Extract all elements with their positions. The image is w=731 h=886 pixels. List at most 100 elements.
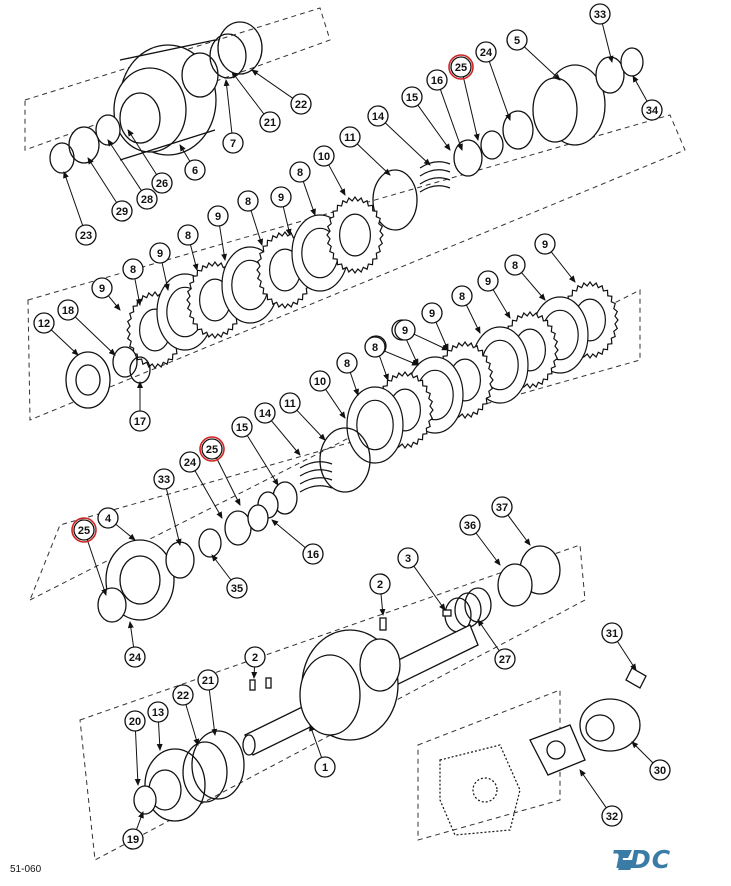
- leader-c1: [309, 724, 323, 758]
- bolt-31: [625, 667, 647, 689]
- leader-c37: [507, 514, 531, 546]
- callout-32: 32: [601, 805, 623, 827]
- callout-text: 9: [542, 239, 548, 251]
- callout-6: 6: [184, 159, 206, 181]
- callout-text: 33: [158, 474, 170, 486]
- callout-31: 31: [601, 622, 623, 644]
- spring-upper: [372, 161, 451, 231]
- ring-21: [209, 33, 247, 79]
- callout-text: 24: [184, 457, 197, 469]
- callout-27: 27: [494, 648, 516, 670]
- ring-11: [372, 169, 418, 231]
- brand-mark-icon: [616, 850, 636, 870]
- callout-text: 28: [141, 194, 153, 206]
- figure-code: 51-060: [10, 864, 42, 875]
- callout-text: 25: [206, 444, 218, 456]
- callout-2: 2: [244, 646, 266, 668]
- leader-c25b: [216, 457, 241, 506]
- callout-text: 25: [455, 62, 467, 74]
- callout-text: 2: [252, 652, 258, 664]
- leader-c8c: [190, 244, 199, 271]
- leader-c9c: [219, 225, 228, 261]
- callout-text: 1: [322, 762, 328, 774]
- callout-text: 3: [405, 553, 411, 565]
- callout-text: 10: [314, 376, 326, 388]
- callout-24: 24: [179, 451, 201, 473]
- boundary-shaft: [79, 544, 586, 861]
- leader-c5: [523, 46, 561, 81]
- leader-c25a: [462, 76, 480, 141]
- callout-text: 22: [177, 690, 189, 702]
- callout-33: 33: [589, 3, 611, 25]
- callout-text: 8: [344, 358, 350, 370]
- leader-c8h: [349, 372, 359, 396]
- clutch-pack-upper: [126, 195, 384, 370]
- leader-c8a: [302, 181, 316, 216]
- leader-c29: [87, 157, 118, 203]
- bearing-24: [502, 110, 534, 150]
- callout-text: 21: [264, 117, 276, 129]
- leader-c9g: [435, 322, 449, 351]
- assembly-boundaries: [24, 7, 686, 861]
- callout-28: 28: [136, 188, 158, 210]
- leader-c22b: [185, 704, 200, 746]
- callout-text: 8: [245, 196, 251, 208]
- callout-26: 26: [151, 172, 173, 194]
- leader-c8e: [521, 272, 546, 301]
- callout-text: 5: [514, 35, 520, 47]
- leader-c9a: [282, 206, 292, 236]
- clutch-pack-lower: [346, 280, 619, 464]
- shaft-assembly-1: [242, 609, 479, 756]
- drum-end: [65, 346, 151, 409]
- callout-text: 8: [130, 264, 136, 276]
- leader-c34: [632, 75, 648, 102]
- leader-c8d: [134, 278, 142, 306]
- ring-22: [217, 21, 263, 75]
- callout-text: 8: [512, 260, 518, 272]
- callout-8: 8: [451, 285, 473, 307]
- callout-text: 21: [202, 675, 214, 687]
- callout-text: 14: [259, 408, 272, 420]
- callout-text: 19: [127, 834, 139, 846]
- leader-c33a: [601, 23, 614, 63]
- callout-37: 37: [491, 496, 513, 518]
- leader-c24a: [488, 61, 511, 121]
- callout-18: 18: [57, 299, 79, 321]
- callout-text: 9: [215, 211, 221, 223]
- leader-c18: [74, 316, 116, 356]
- piston-assembly-13: [133, 730, 245, 822]
- bearing-33: [595, 56, 625, 94]
- pin-2b: [249, 679, 256, 691]
- callout-14: 14: [254, 402, 276, 424]
- callout-text: 16: [431, 75, 443, 87]
- callout-9: 9: [270, 186, 292, 208]
- snap-ring-23: [49, 142, 75, 174]
- callout-text: 27: [499, 654, 511, 666]
- callout-text: 33: [594, 9, 606, 21]
- leader-c25c: [86, 539, 107, 596]
- callout-text: 32: [606, 811, 618, 823]
- callout-33: 33: [153, 468, 175, 490]
- callout-text: 24: [129, 652, 142, 664]
- leader-c26: [127, 129, 158, 175]
- washer-25c: [97, 587, 127, 623]
- callout-text: 12: [38, 318, 50, 330]
- bearing-assembly-36: [444, 545, 561, 633]
- bearing-24b: [224, 510, 252, 546]
- bearing-race-34: [620, 47, 644, 77]
- callout-text: 16: [307, 549, 319, 561]
- leader-c36: [475, 532, 501, 566]
- leader-c10a: [328, 164, 346, 196]
- callout-8: 8: [122, 258, 144, 280]
- leader-c27: [477, 619, 500, 652]
- callout-text: 15: [406, 92, 418, 104]
- leader-c9e: [550, 251, 576, 283]
- leader-c14a: [384, 122, 431, 166]
- callout-text: 29: [116, 206, 128, 218]
- pin-2a: [379, 617, 387, 631]
- highlight-ring: [199, 436, 225, 462]
- callout-25: 25: [448, 54, 474, 80]
- highlight-ring: [71, 517, 97, 543]
- callout-text: 20: [129, 716, 141, 728]
- leader-c19: [136, 811, 144, 830]
